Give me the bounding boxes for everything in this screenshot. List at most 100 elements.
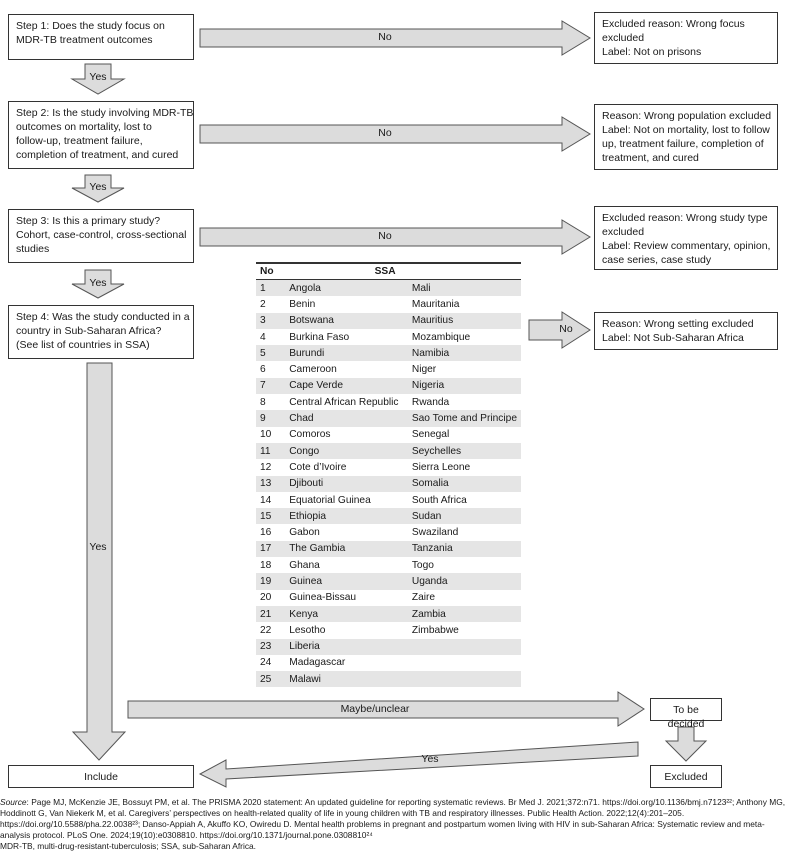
row-number-cell: 22 [260, 624, 272, 636]
step-3-box: Step 3: Is this a primary study? Cohort,… [8, 209, 194, 263]
country-cell: Comoros [289, 429, 331, 441]
source-text: : Page MJ, McKenzie JE, Bossuyt PM, et a… [0, 797, 786, 840]
country-cell: Mauritania [411, 298, 460, 310]
figure-footer: Source: Page MJ, McKenzie JE, Bossuyt PM… [0, 797, 787, 852]
row-number-cell: 12 [260, 461, 272, 473]
country-cell: Uganda [407, 573, 521, 590]
country-cell [408, 655, 521, 671]
row-number-cell: 7 [256, 377, 286, 395]
table-row: 12 Cote d’Ivoire Sierra Leone [256, 459, 521, 475]
country-cell: Guinea-Bissau [289, 592, 357, 604]
exclusion-3-box: Excluded reason: Wrong study type exclud… [594, 206, 778, 270]
step-2-line: completion of treatment, and cured [16, 149, 179, 161]
yes-back-label: Yes [421, 753, 439, 765]
country-cell: Nigeria [407, 377, 521, 395]
row-number-cell: 3 [256, 312, 286, 329]
exclusion-4-box: Reason: Wrong setting excluded Label: No… [594, 312, 778, 350]
step-1-line: Step 1: Does the study focus on [16, 20, 165, 32]
exclusion-1-line: excluded [602, 32, 645, 44]
country-cell: Sierra Leone [411, 461, 471, 473]
yes-label-2: Yes [89, 181, 107, 193]
country-cell: Guinea [285, 573, 408, 590]
country-cell [407, 638, 521, 655]
row-number-cell: 8 [260, 396, 266, 408]
no-label-4: No [559, 323, 573, 335]
exclusion-3-line: excluded [602, 226, 645, 238]
country-cell: Ethiopia [285, 508, 408, 525]
no-label-1: No [378, 31, 392, 43]
country-cell: Malawi [285, 671, 408, 688]
no-arrow-4 [528, 311, 591, 349]
country-cell: Rwanda [411, 396, 450, 408]
exclusion-2-line: treatment, and cured [602, 152, 699, 164]
row-number-cell: 14 [260, 494, 272, 506]
row-number-cell: 18 [260, 559, 272, 571]
yes-arrow-3 [71, 269, 125, 299]
country-cell: Mauritius [407, 312, 521, 329]
country-cell: Central African Republic [289, 396, 399, 408]
country-cell: Angola [285, 279, 408, 297]
abbreviations: MDR-TB, multi-drug-resistant-tuberculosi… [0, 841, 256, 851]
country-cell: Togo [411, 559, 434, 571]
country-cell: Chad [285, 410, 408, 427]
country-cell: Cote d’Ivoire [289, 461, 347, 473]
country-cell: The Gambia [285, 540, 408, 558]
country-cell: Congo [285, 442, 408, 460]
country-cell: Mali [407, 279, 521, 297]
table-header-row: No SSA [256, 262, 521, 280]
country-cell: Swaziland [411, 527, 459, 539]
yes-arrow-1 [70, 63, 126, 95]
step-2-line: Step 2: Is the study involving MDR-TB [16, 107, 194, 119]
country-cell: Benin [289, 298, 316, 310]
exclusion-2-line: up, treatment failure, completion of [602, 138, 764, 150]
step-4-line: (See list of countries in SSA) [16, 339, 150, 351]
country-cell: Niger [411, 364, 437, 376]
row-number-cell: 1 [256, 279, 286, 297]
row-number-cell: 2 [260, 298, 266, 310]
country-cell: Somalia [407, 475, 521, 492]
row-number-cell: 24 [260, 657, 272, 669]
row-number-cell: 20 [260, 592, 272, 604]
country-cell: Botswana [285, 312, 408, 329]
yes-arrow-2 [71, 174, 125, 203]
country-cell: Equatorial Guinea [289, 494, 371, 506]
row-number-cell: 4 [260, 331, 266, 343]
exclusion-2-box: Reason: Wrong population excluded Label:… [594, 104, 778, 170]
row-number-cell: 15 [256, 508, 286, 525]
yes-arrow-4 [71, 362, 127, 761]
country-cell: Djibouti [285, 475, 408, 492]
no-arrow-2 [199, 116, 591, 152]
step-1-line: MDR-TB treatment outcomes [16, 34, 153, 46]
row-number-cell: 23 [256, 638, 286, 655]
yes-label-4: Yes [89, 541, 107, 553]
header-ssa: SSA [285, 262, 521, 280]
country-cell: Sao Tome and Principe [407, 410, 521, 427]
step-4-line: country in Sub-Saharan Africa? [16, 325, 162, 337]
step-1-box: Step 1: Does the study focus on MDR-TB t… [8, 14, 194, 60]
no-arrow-3 [199, 219, 591, 255]
country-cell: Seychelles [407, 442, 521, 460]
country-cell: Tanzania [407, 540, 521, 558]
row-number-cell: 11 [256, 442, 286, 460]
step-3-line: Step 3: Is this a primary study? [16, 215, 161, 227]
country-cell [407, 671, 521, 688]
country-cell: Cape Verde [285, 377, 408, 395]
include-box: Include [8, 765, 194, 788]
yes-back-arrow [198, 741, 639, 788]
exclusion-1-box: Excluded reason: Wrong focus excluded La… [594, 12, 778, 64]
